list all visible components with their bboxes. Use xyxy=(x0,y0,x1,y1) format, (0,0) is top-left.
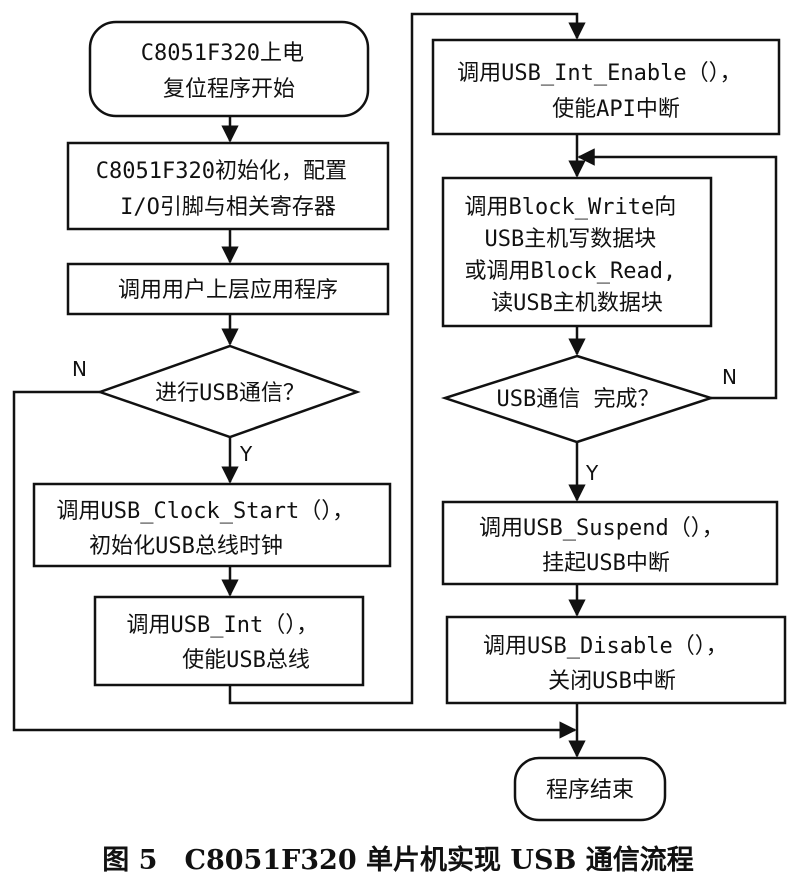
done-no-label: N xyxy=(722,365,737,389)
block-rw-label: 调用Block_Write向 USB主机写数据块 或调用Block_Read, … xyxy=(465,195,690,316)
done-yes-label: Y xyxy=(585,461,599,485)
start-label: C8051F320上电 复位程序开始 xyxy=(141,41,317,102)
suspend-box xyxy=(441,500,779,586)
end-terminal xyxy=(513,756,667,822)
figure-caption: 图 5 C8051F320 单片机实现 USB 通信流程 xyxy=(102,844,693,876)
disable-box xyxy=(445,615,787,705)
int-enable-label: 调用USB_Int_Enable（）， 使能API中断 xyxy=(457,61,755,122)
edge-decision-no xyxy=(12,390,577,739)
call-app-label: 调用用户上层应用程序 xyxy=(118,278,338,303)
suspend-label: 调用USB_Suspend（）， 挂起USB中断 xyxy=(479,516,737,576)
usb-no-label: N xyxy=(72,357,87,381)
init-label: C8051F320初始化，配置 I/O引脚与相关寄存器 xyxy=(96,159,360,220)
usb-int-label: 调用USB_Int（）， 使能USB总线 xyxy=(127,613,332,673)
disable-label: 调用USB_Disable（）， 关闭USB中断 xyxy=(483,634,741,694)
end-label: 程序结束 xyxy=(546,778,634,803)
edge-int-to-enable xyxy=(228,12,586,705)
block-rw-box xyxy=(441,176,713,328)
clock-start-label: 调用USB_Clock_Start（）， 初始化USB总线时钟 xyxy=(57,499,368,559)
call-app-box xyxy=(66,262,390,316)
clock-start-box xyxy=(32,482,392,568)
edge-done-no-loop xyxy=(577,148,778,400)
int-enable-box xyxy=(431,38,781,136)
done-decision-label: USB通信 完成？ xyxy=(497,387,660,412)
usb-decision-label: 进行USB通信？ xyxy=(155,381,305,406)
usb-yes-label: Y xyxy=(239,442,253,466)
init-box xyxy=(66,141,390,231)
usb-int-box xyxy=(93,595,365,687)
